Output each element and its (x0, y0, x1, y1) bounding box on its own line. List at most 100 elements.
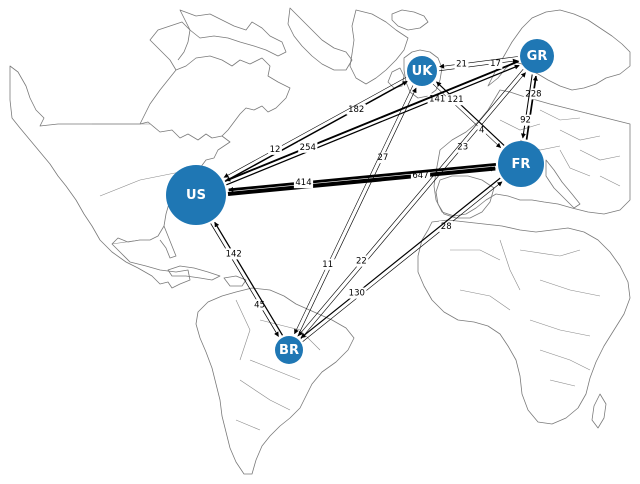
coastline-north-america (9, 65, 231, 289)
flow-value-background (293, 177, 314, 189)
flow-value-background (224, 248, 244, 260)
coastline-arctic-islands (179, 9, 287, 57)
flow-value-label: 142 (224, 248, 244, 260)
flow-value-label: 121 (445, 94, 465, 106)
coastline-hudson-bay (149, 21, 191, 71)
country-node-us (166, 165, 226, 225)
flow-value-text: 228 (525, 89, 541, 99)
flow-value-text: 130 (349, 289, 365, 299)
flow-value-text: 11 (322, 260, 333, 270)
coastline-canada-east (139, 55, 291, 137)
coastline-baffin (287, 7, 353, 71)
country-node-label-br: BR (279, 343, 299, 358)
flow-value-text: 182 (348, 105, 364, 115)
flow-value-text: 254 (300, 143, 316, 153)
flow-value-background (523, 88, 543, 100)
coastline-scandinavia (487, 9, 631, 91)
flow-value-background (439, 221, 454, 232)
coastline-florida (159, 225, 177, 259)
coastline-madagascar (591, 393, 607, 429)
coastline-africa (417, 219, 631, 425)
flow-edge-br-to-gr (300, 72, 526, 340)
country-borders (92, 109, 621, 431)
flow-value-background (410, 170, 431, 182)
country-node-gr (520, 39, 554, 73)
coastline-ireland (387, 67, 405, 89)
flow-edge-fr-to-gr (525, 75, 538, 140)
flow-value-background (268, 143, 282, 155)
flow-value-text: 92 (520, 116, 531, 126)
flow-value-text: 121 (447, 95, 463, 105)
flow-edge-uk-to-br (294, 85, 414, 335)
country-node-label-gr: GR (527, 49, 548, 64)
flow-value-text: 4 (479, 125, 484, 135)
flow-edge-gr-to-uk (439, 56, 518, 69)
flow-value-label: 17 (488, 57, 503, 69)
flow-value-label: 228 (523, 88, 543, 100)
coastline-italy (545, 159, 581, 209)
coastline-hispaniola (223, 275, 247, 287)
flow-edge-gr-to-fr (520, 74, 533, 139)
flow-value-background (455, 141, 470, 153)
flow-value-background (298, 141, 318, 153)
flow-value-background (347, 287, 367, 299)
basemap (9, 7, 631, 475)
flow-edge-us-to-br (210, 223, 279, 337)
flow-edge-br-to-uk (297, 87, 417, 337)
country-node-br (275, 336, 303, 364)
flow-value-text: 27 (377, 153, 388, 163)
flow-value-text: 142 (226, 249, 242, 259)
flow-value-label: 92 (518, 114, 533, 126)
flow-edge-fr-to-uk (436, 81, 505, 146)
flow-edge-fr-to-br (300, 177, 501, 339)
flow-edge-us-to-gr (226, 64, 520, 186)
flow-value-text: 22 (356, 257, 367, 267)
flow-value-label: 182 (346, 103, 366, 115)
flow-value-text: 141 (429, 94, 445, 104)
flow-value-background (376, 152, 390, 164)
flow-value-label: 414 (293, 177, 314, 189)
flow-value-background (320, 258, 335, 270)
flow-edge-fr-to-us (228, 163, 497, 192)
flow-value-label: 254 (298, 141, 318, 153)
flow-value-background (454, 58, 469, 70)
flow-value-background (354, 255, 369, 267)
flow-value-text: 647 (412, 171, 428, 181)
flow-value-background (518, 114, 533, 126)
coastline-cuba (167, 265, 221, 281)
flow-value-label: 45 (252, 299, 267, 311)
flow-value-label: 28 (439, 221, 454, 232)
flow-edge-us-to-uk (224, 80, 408, 183)
country-node-label-us: US (186, 188, 206, 203)
flow-value-label: 23 (455, 141, 470, 153)
flow-value-label: 647 (410, 170, 431, 182)
flow-edge-uk-to-fr (432, 83, 502, 149)
coastline-greenland (349, 9, 409, 85)
flow-value-text: 414 (295, 178, 311, 188)
flow-value-background (427, 93, 447, 105)
flow-value-background (445, 94, 465, 106)
country-node-label-uk: UK (412, 64, 434, 79)
flow-value-text: 12 (270, 145, 281, 155)
flow-edge-br-to-us (214, 221, 284, 336)
flow-edge-br-to-fr (302, 181, 503, 342)
country-node-fr (498, 141, 544, 187)
flow-value-label: 141 (427, 93, 447, 105)
flow-edge-uk-to-us (223, 77, 407, 178)
flow-value-text: 23 (457, 143, 468, 153)
country-node-uk (407, 56, 437, 86)
coastline-iberia (435, 175, 495, 219)
flow-value-label: 130 (347, 287, 367, 299)
flow-value-label: 11 (320, 258, 335, 270)
flow-value-background (346, 103, 366, 115)
flow-value-background (477, 124, 486, 136)
coastline-continental-europe (433, 89, 631, 217)
flow-value-text: 45 (254, 300, 265, 310)
flow-value-label: 27 (376, 152, 390, 164)
flow-value-label: 12 (268, 143, 282, 155)
coastline-iceland (391, 9, 429, 31)
flow-edge-gr-to-us (225, 60, 520, 182)
flow-value-background (252, 299, 267, 311)
flow-edges: 6474141821214125445142271128130232217214… (210, 56, 543, 342)
